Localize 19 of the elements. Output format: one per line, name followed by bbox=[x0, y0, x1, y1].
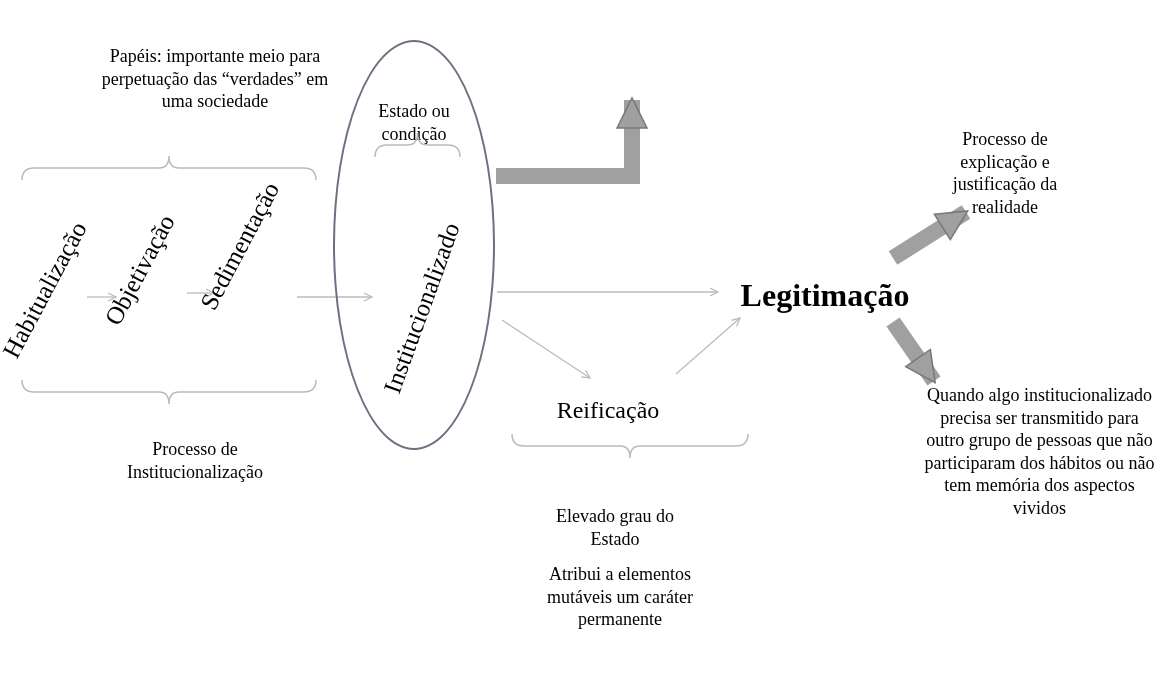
arrow bbox=[86, 292, 117, 302]
block-arrow bbox=[888, 205, 971, 265]
node-text: Legitimação bbox=[725, 272, 925, 318]
note-text: Atribui a elementos mutáveis um caráter permanente bbox=[546, 563, 694, 631]
ellipse bbox=[333, 40, 495, 450]
note-text: Processo de Institucionalização bbox=[126, 438, 264, 483]
node-text: Processo de explicação e justificação da realidade bbox=[925, 100, 1085, 218]
ellipse-heading: Estado ou condição bbox=[377, 100, 451, 145]
note-text: Elevado grau do Estado bbox=[555, 505, 675, 550]
arrow bbox=[501, 319, 591, 379]
node-text: Reificação bbox=[540, 392, 676, 428]
arrow bbox=[675, 317, 741, 375]
arrow bbox=[186, 288, 215, 298]
arrow bbox=[496, 287, 719, 297]
arrow bbox=[296, 292, 373, 302]
block-arrow bbox=[496, 97, 648, 184]
node-text: Quando algo institucionalizado precisa ser transmitido para outro grupo de pessoas que não participaram dos hábitos ou não tem memória dos aspectos vividos bbox=[922, 384, 1157, 584]
block-arrow bbox=[886, 317, 941, 386]
note-text: Papéis: importante meio para perpetuação das “verdades” em uma sociedade bbox=[100, 45, 330, 113]
